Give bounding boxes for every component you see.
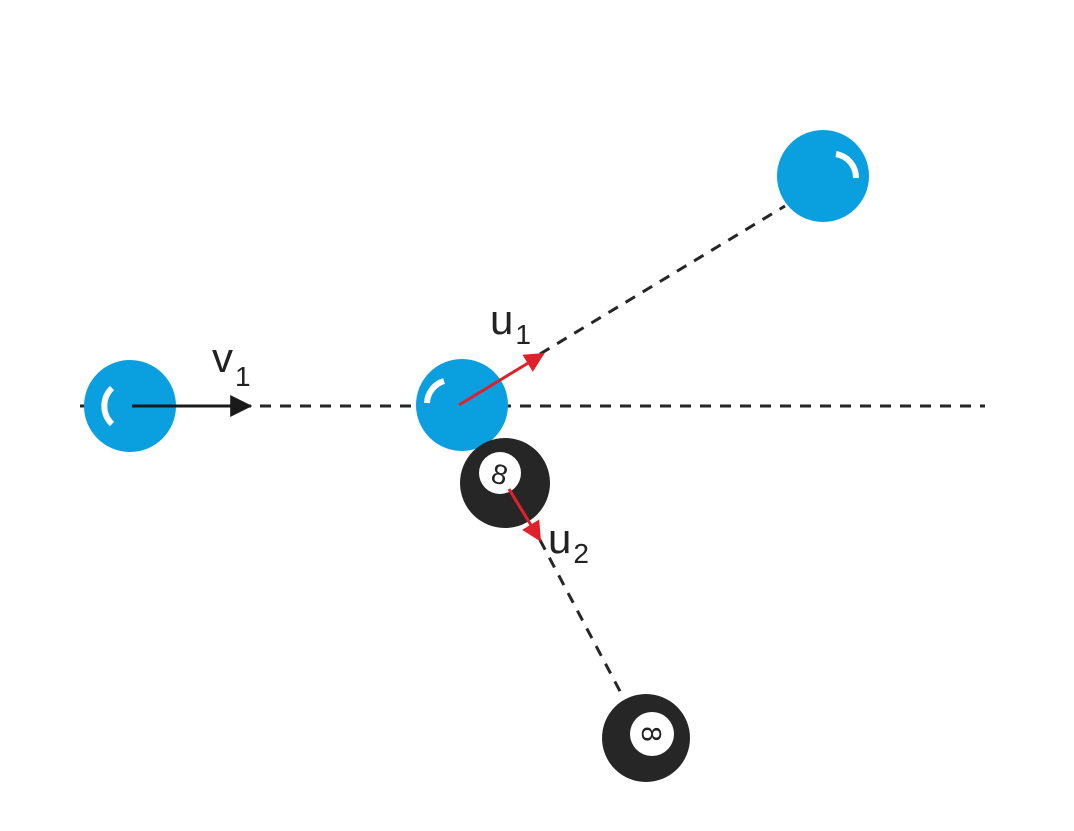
- u1-label-main: u: [490, 296, 513, 343]
- cue-ball-body: [416, 359, 508, 451]
- cue-ball-collision: [416, 359, 508, 451]
- u2-arrow: [507, 488, 542, 542]
- eight-ball-number: 8: [488, 457, 511, 491]
- u1-arrow: [458, 352, 545, 407]
- cue-ball-outgoing-path: [539, 204, 786, 356]
- eight-ball-collision: 8: [460, 438, 550, 528]
- cue-ball-final: [777, 130, 869, 222]
- u1-label-sub: 1: [515, 319, 531, 350]
- eight-ball-face: [479, 452, 521, 494]
- v1-label-main: v: [212, 334, 233, 381]
- v1-label: v1: [212, 334, 251, 392]
- cue-ball-highlight: [835, 151, 860, 179]
- u2-label-sub: 2: [573, 538, 589, 569]
- cue-ball-highlight: [101, 385, 115, 427]
- u2-label-main: u: [548, 515, 571, 562]
- cue-ball-body: [777, 130, 869, 222]
- eight-ball-number: 8: [636, 726, 667, 742]
- cue-ball-highlight: [424, 378, 446, 404]
- u2-label: u2: [548, 515, 589, 569]
- eight-ball-face: [630, 712, 674, 756]
- u1-label: u1: [490, 296, 531, 350]
- v1-label-sub: 1: [235, 361, 251, 392]
- eight-ball-final: 8: [602, 694, 690, 782]
- cue-ball-initial: [84, 360, 176, 452]
- cue-ball-body: [84, 360, 176, 452]
- eight-ball-outgoing-path: [538, 539, 624, 696]
